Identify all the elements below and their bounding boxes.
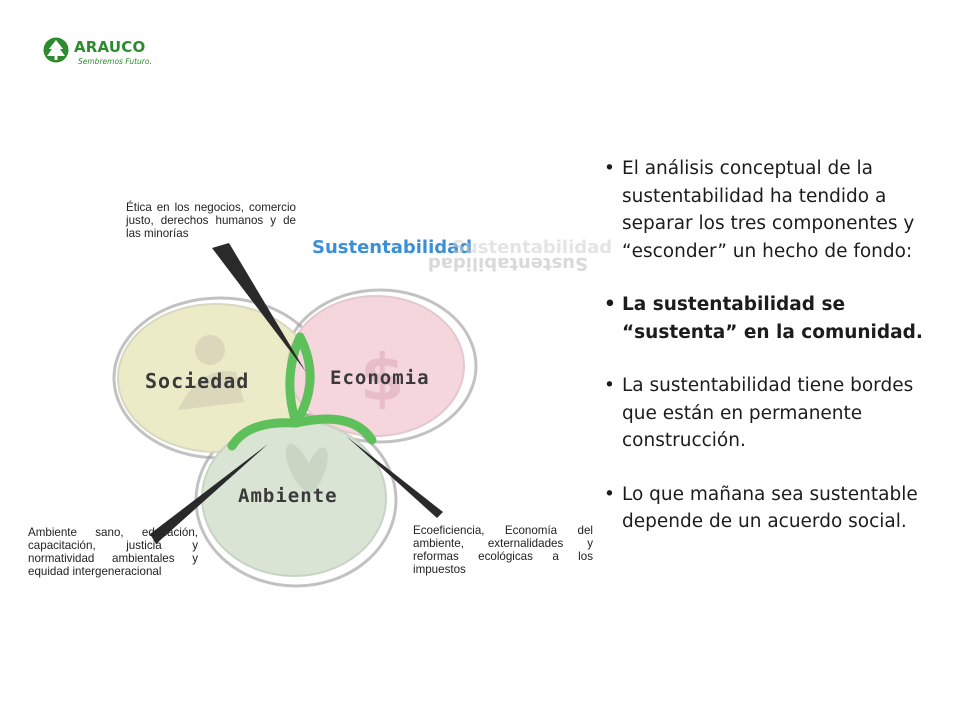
bullet-item: El análisis conceptual de la sustentabil… xyxy=(604,155,924,265)
bullet-item: La sustentabilidad tiene bordes que está… xyxy=(604,372,924,455)
bullet-item: Lo que mañana sea sustentable depende de… xyxy=(604,481,924,536)
diagram-title-reflection: Sustentabilidad xyxy=(428,253,588,274)
economia-pointer xyxy=(346,436,443,518)
etica-pointer xyxy=(212,243,306,372)
economia-label: Economia xyxy=(330,367,430,389)
overlap-lens xyxy=(227,332,377,451)
person-icon xyxy=(178,335,244,410)
economia-callout-text: Ecoeficiencia, Economía del ambiente, ex… xyxy=(413,524,593,576)
sociedad-label: Sociedad xyxy=(145,369,249,393)
bullet-item: La sustentabilidad se “sustenta” en la c… xyxy=(604,291,924,346)
bullet-list: El análisis conceptual de la sustentabil… xyxy=(604,155,924,562)
leaf-icon xyxy=(285,444,328,493)
dollar-icon: $ xyxy=(360,342,405,416)
diagram-title-ghost: Sustentabilidad xyxy=(452,237,612,258)
logo-name: ARAUCO xyxy=(74,38,146,56)
tree-logo-icon xyxy=(43,37,69,63)
ambiente-label: Ambiente xyxy=(238,485,338,507)
etica-callout-text: Ética en los negocios, comercio justo, d… xyxy=(126,201,296,240)
arauco-logo: ARAUCO Sembremos Futuro. xyxy=(42,36,162,72)
diagram-title: Sustentabilidad xyxy=(312,237,472,258)
ambiente-callout-text: Ambiente sano, educación, capacitación, … xyxy=(28,526,198,578)
logo-tagline: Sembremos Futuro. xyxy=(78,57,152,66)
ambiente-pointer xyxy=(150,444,268,544)
